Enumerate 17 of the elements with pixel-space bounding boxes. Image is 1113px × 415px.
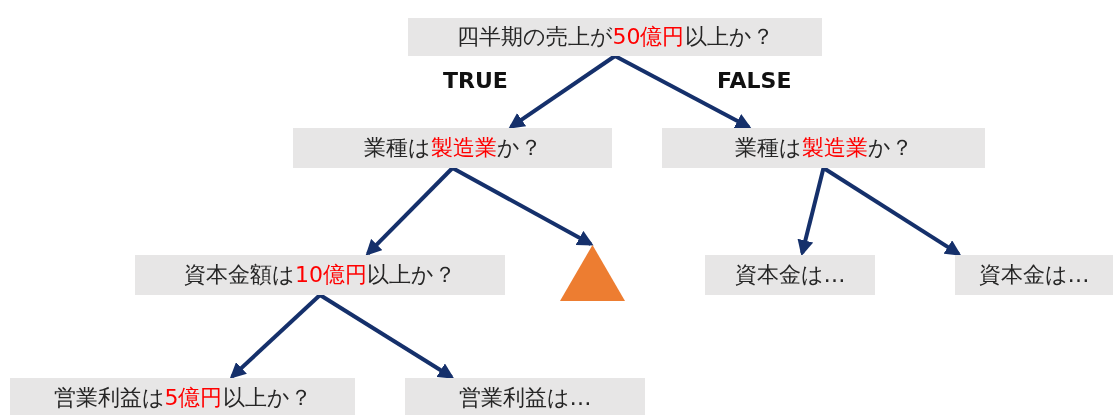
decision-box: 資本金は… <box>705 255 875 295</box>
arrow <box>365 166 454 256</box>
decision-box: 営業利益は… <box>405 378 645 415</box>
decision-box: 資本金額は10億円以上か？ <box>135 255 505 295</box>
triangle <box>560 245 625 301</box>
decision-box: 営業利益は5億円以上か？ <box>10 378 355 415</box>
decision-box: 四半期の売上が50億円以上か？ <box>408 18 822 56</box>
decision-box: 資本金は… <box>955 255 1113 295</box>
arrow <box>229 293 322 379</box>
arrow <box>822 166 962 256</box>
arrow <box>318 293 455 379</box>
arrow <box>797 167 826 257</box>
decision-box: 業種は製造業か？ <box>662 128 985 168</box>
arrow <box>508 54 617 129</box>
arrow <box>451 166 594 246</box>
decision-box: 業種は製造業か？ <box>293 128 612 168</box>
arrow <box>614 54 752 129</box>
